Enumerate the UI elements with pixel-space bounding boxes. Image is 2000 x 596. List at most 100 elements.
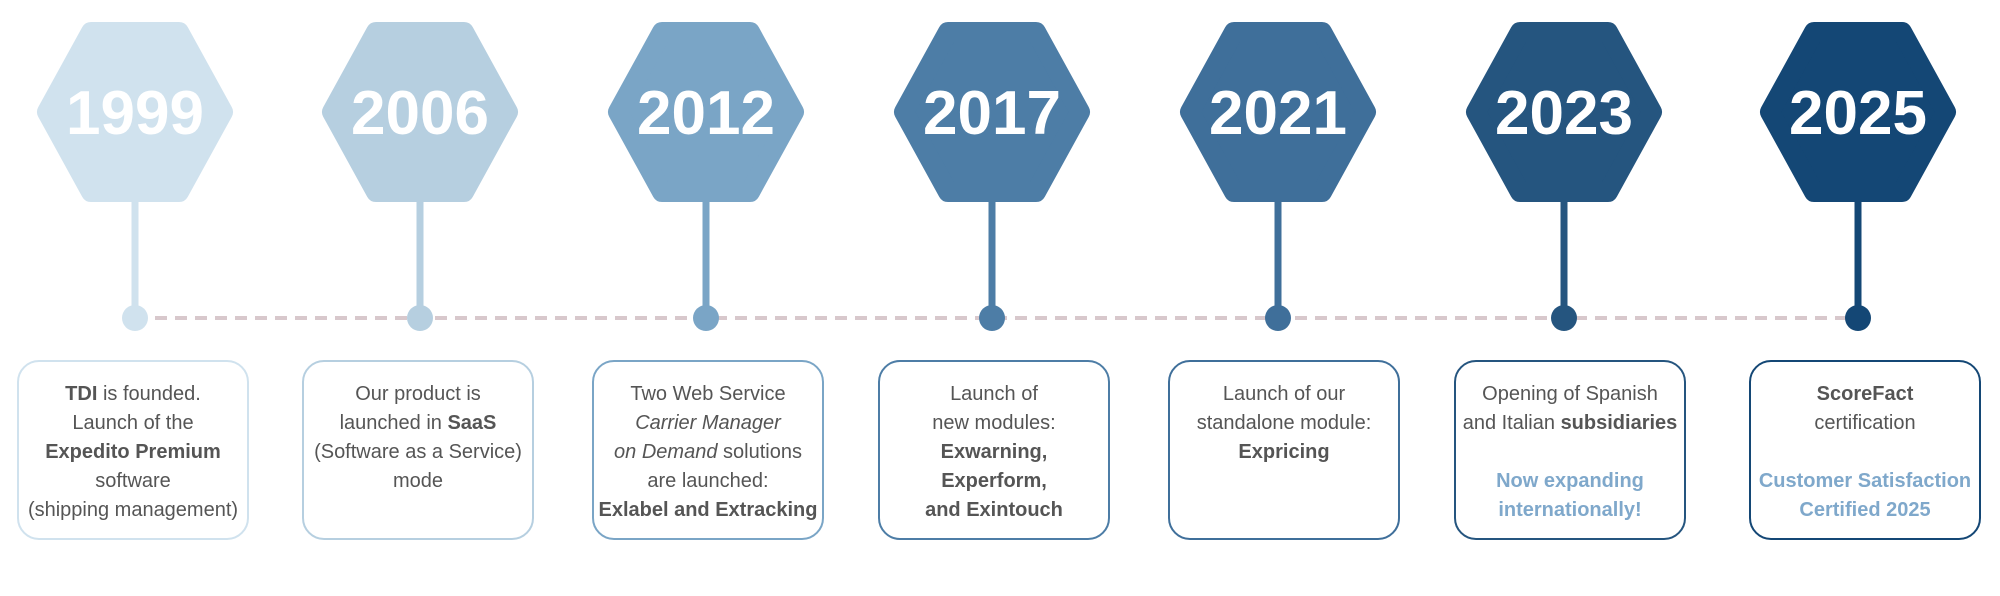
milestone-card-2023: Opening of Spanish and Italian subsidiari… [1454, 360, 1686, 540]
year-hexagon [1466, 22, 1662, 202]
card-text-line: new modules: [932, 409, 1055, 438]
card-text-line: TDI is founded. [65, 380, 201, 409]
milestone-card-2021: Launch of our standalone module: Expricing [1168, 360, 1400, 540]
card-text-segment: Launch of the [72, 412, 194, 434]
milestone-2012: 2012 [608, 22, 804, 331]
card-text-line: Exwarning, [941, 438, 1048, 467]
year-hexagon [608, 22, 804, 202]
card-text-line: Customer Satisfaction [1759, 467, 1971, 496]
card-text-line: on Demand solutions [614, 438, 802, 467]
timeline-dot [979, 305, 1005, 331]
timeline-dot [407, 305, 433, 331]
card-text-line: Certified 2025 [1799, 496, 1930, 525]
card-text-segment: Customer Satisfaction [1758, 470, 1972, 492]
year-hexagon [322, 22, 518, 202]
card-text-segment: Certified 2025 [1799, 499, 1931, 521]
year-label: 2017 [923, 79, 1061, 148]
card-text-line: Opening of Spanish [1482, 380, 1658, 409]
card-text-segment: are launched: [647, 470, 769, 492]
card-text-segment: Our product is [355, 383, 481, 405]
milestone-2006: 2006 [322, 22, 518, 331]
card-text-line: (shipping management) [28, 496, 238, 525]
card-text-line: Launch of the [72, 409, 193, 438]
card-text-line: Launch of [950, 380, 1038, 409]
card-text-line: certification [1814, 409, 1915, 438]
card-text-segment: certification [1814, 412, 1916, 434]
card-text-line: ScoreFact [1817, 380, 1914, 409]
year-hexagon [1180, 22, 1376, 202]
card-text-line: Expedito Premium [45, 438, 221, 467]
milestone-2021: 2021 [1180, 22, 1376, 331]
card-text-segment: Expricing [1238, 441, 1330, 463]
card-text-line: standalone module: [1197, 409, 1372, 438]
card-text-segment: mode [392, 470, 444, 492]
card-text-line: Experform, [941, 467, 1047, 496]
card-text-line: and Italian subsidiaries [1463, 409, 1678, 438]
card-text-segment: standalone module: [1196, 412, 1372, 434]
milestone-card-2006: Our product is launched in SaaS (Software … [302, 360, 534, 540]
timeline-dot [693, 305, 719, 331]
card-text-segment: ScoreFact [1816, 383, 1914, 405]
card-text-segment: Launch of our [1222, 383, 1346, 405]
card-text-segment: software [95, 470, 171, 492]
card-text-segment: Expedito Premium [45, 441, 221, 463]
year-label: 2023 [1495, 79, 1633, 148]
card-text-segment: SaaS [447, 412, 497, 434]
card-text-line: Launch of our [1223, 380, 1345, 409]
year-hexagon [37, 22, 233, 202]
card-text-segment: and Exintouch [925, 499, 1063, 521]
milestone-card-2017: Launch of new modules: Exwarning, Experform… [878, 360, 1110, 540]
card-text-line: Our product is [355, 380, 481, 409]
year-label: 1999 [66, 79, 204, 148]
year-hexagon [894, 22, 1090, 202]
card-text-line: (Software as a Service) [314, 438, 522, 467]
card-text-segment: TDI [65, 383, 98, 405]
card-text-segment: launched in [339, 412, 448, 434]
card-text-segment: Opening of Spanish [1482, 383, 1658, 405]
milestone-2023: 2023 [1466, 22, 1662, 331]
milestone-2017: 2017 [894, 22, 1090, 331]
card-text-segment: solutions [717, 441, 802, 463]
card-text-line: Exlabel and Extracking [599, 496, 818, 525]
year-label: 2021 [1209, 79, 1347, 148]
card-text-segment: (shipping management) [27, 499, 239, 521]
card-text-line: launched in SaaS [340, 409, 497, 438]
card-text-segment: Experform, [941, 470, 1047, 492]
card-text-segment: Exwarning, [940, 441, 1048, 463]
card-text-line: Two Web Service [630, 380, 785, 409]
year-label: 2006 [351, 79, 489, 148]
card-text-line: Expricing [1238, 438, 1329, 467]
year-label: 2025 [1789, 79, 1927, 148]
card-text-segment: Now expanding [1496, 470, 1644, 492]
card-text-line: Now expanding [1496, 467, 1644, 496]
card-text-segment: and Italian [1462, 412, 1561, 434]
milestone-2025: 2025 [1760, 22, 1956, 331]
card-text-line: internationally! [1498, 496, 1641, 525]
milestone-1999: 1999 [37, 22, 233, 331]
card-text-segment: internationally! [1498, 499, 1642, 521]
timeline-dot [1551, 305, 1577, 331]
card-text-segment: subsidiaries [1560, 412, 1678, 434]
card-text-segment: Exlabel and Extracking [598, 499, 818, 521]
card-text-segment: Two Web Service [630, 383, 786, 405]
card-text-segment: on Demand [614, 441, 718, 463]
card-text-line: and Exintouch [925, 496, 1063, 525]
card-text-line: are launched: [647, 467, 768, 496]
year-label: 2012 [637, 79, 775, 148]
year-hexagon [1760, 22, 1956, 202]
card-text-segment: is founded. [97, 383, 201, 405]
card-text-segment: Launch of [950, 383, 1038, 405]
card-text-segment: Carrier Manager [635, 412, 781, 434]
card-text-line: mode [393, 467, 443, 496]
card-text-line: Carrier Manager [635, 409, 781, 438]
timeline-dot [1265, 305, 1291, 331]
card-text-segment: new modules: [932, 412, 1056, 434]
card-text-line: software [95, 467, 171, 496]
timeline-dot [122, 305, 148, 331]
timeline-dot [1845, 305, 1871, 331]
card-text-segment: (Software as a Service) [314, 441, 522, 463]
